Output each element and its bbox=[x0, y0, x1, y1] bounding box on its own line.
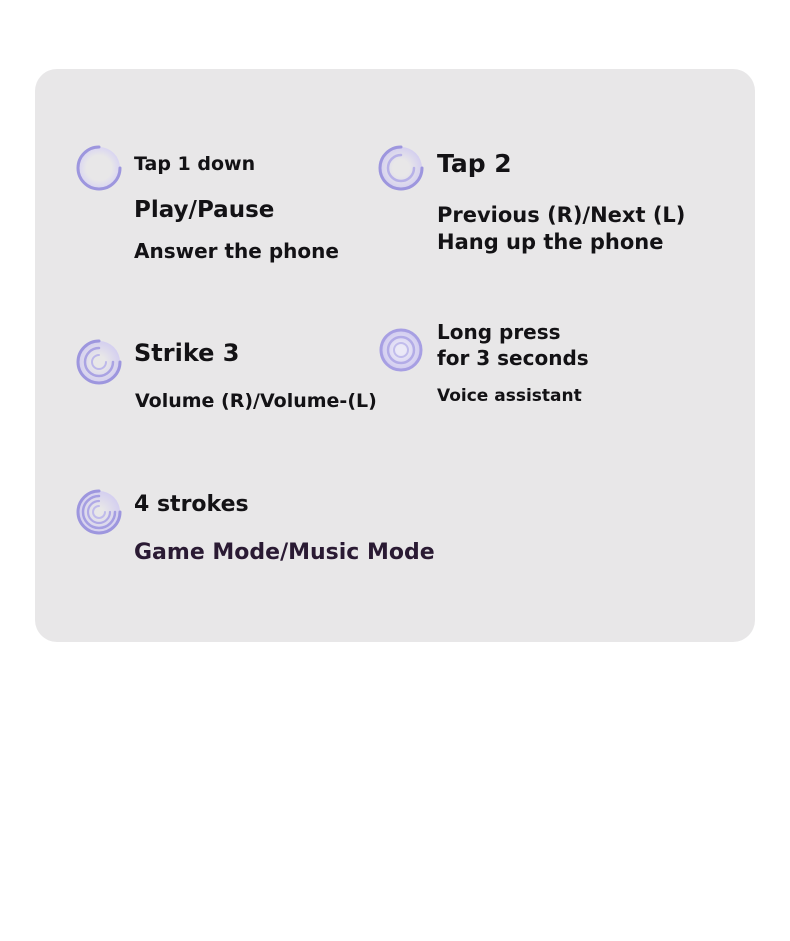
long-press-ring-icon bbox=[377, 326, 425, 374]
gesture-title: Strike 3 bbox=[134, 339, 240, 367]
gesture-action: Play/Pause bbox=[134, 197, 275, 223]
gesture-action: Answer the phone bbox=[134, 239, 339, 263]
triple-tap-ring-icon bbox=[75, 338, 123, 386]
gesture-title: for 3 seconds bbox=[437, 346, 589, 370]
gesture-action: Volume (R)/Volume-(L) bbox=[135, 390, 377, 412]
gesture-title: Long press bbox=[437, 320, 561, 344]
gesture-action: Hang up the phone bbox=[437, 230, 664, 254]
gesture-title: Tap 1 down bbox=[134, 153, 256, 175]
single-tap-ring-icon bbox=[75, 144, 123, 192]
gesture-action: Voice assistant bbox=[437, 386, 582, 406]
gesture-title: 4 strokes bbox=[134, 492, 249, 517]
gesture-title: Tap 2 bbox=[437, 149, 512, 178]
gesture-action: Game Mode/Music Mode bbox=[134, 540, 435, 565]
gesture-card: Tap 1 down Play/Pause Answer the phone T… bbox=[35, 69, 755, 642]
gesture-action: Previous (R)/Next (L) bbox=[437, 203, 686, 227]
quad-tap-ring-icon bbox=[75, 488, 123, 536]
double-tap-ring-icon bbox=[377, 144, 425, 192]
